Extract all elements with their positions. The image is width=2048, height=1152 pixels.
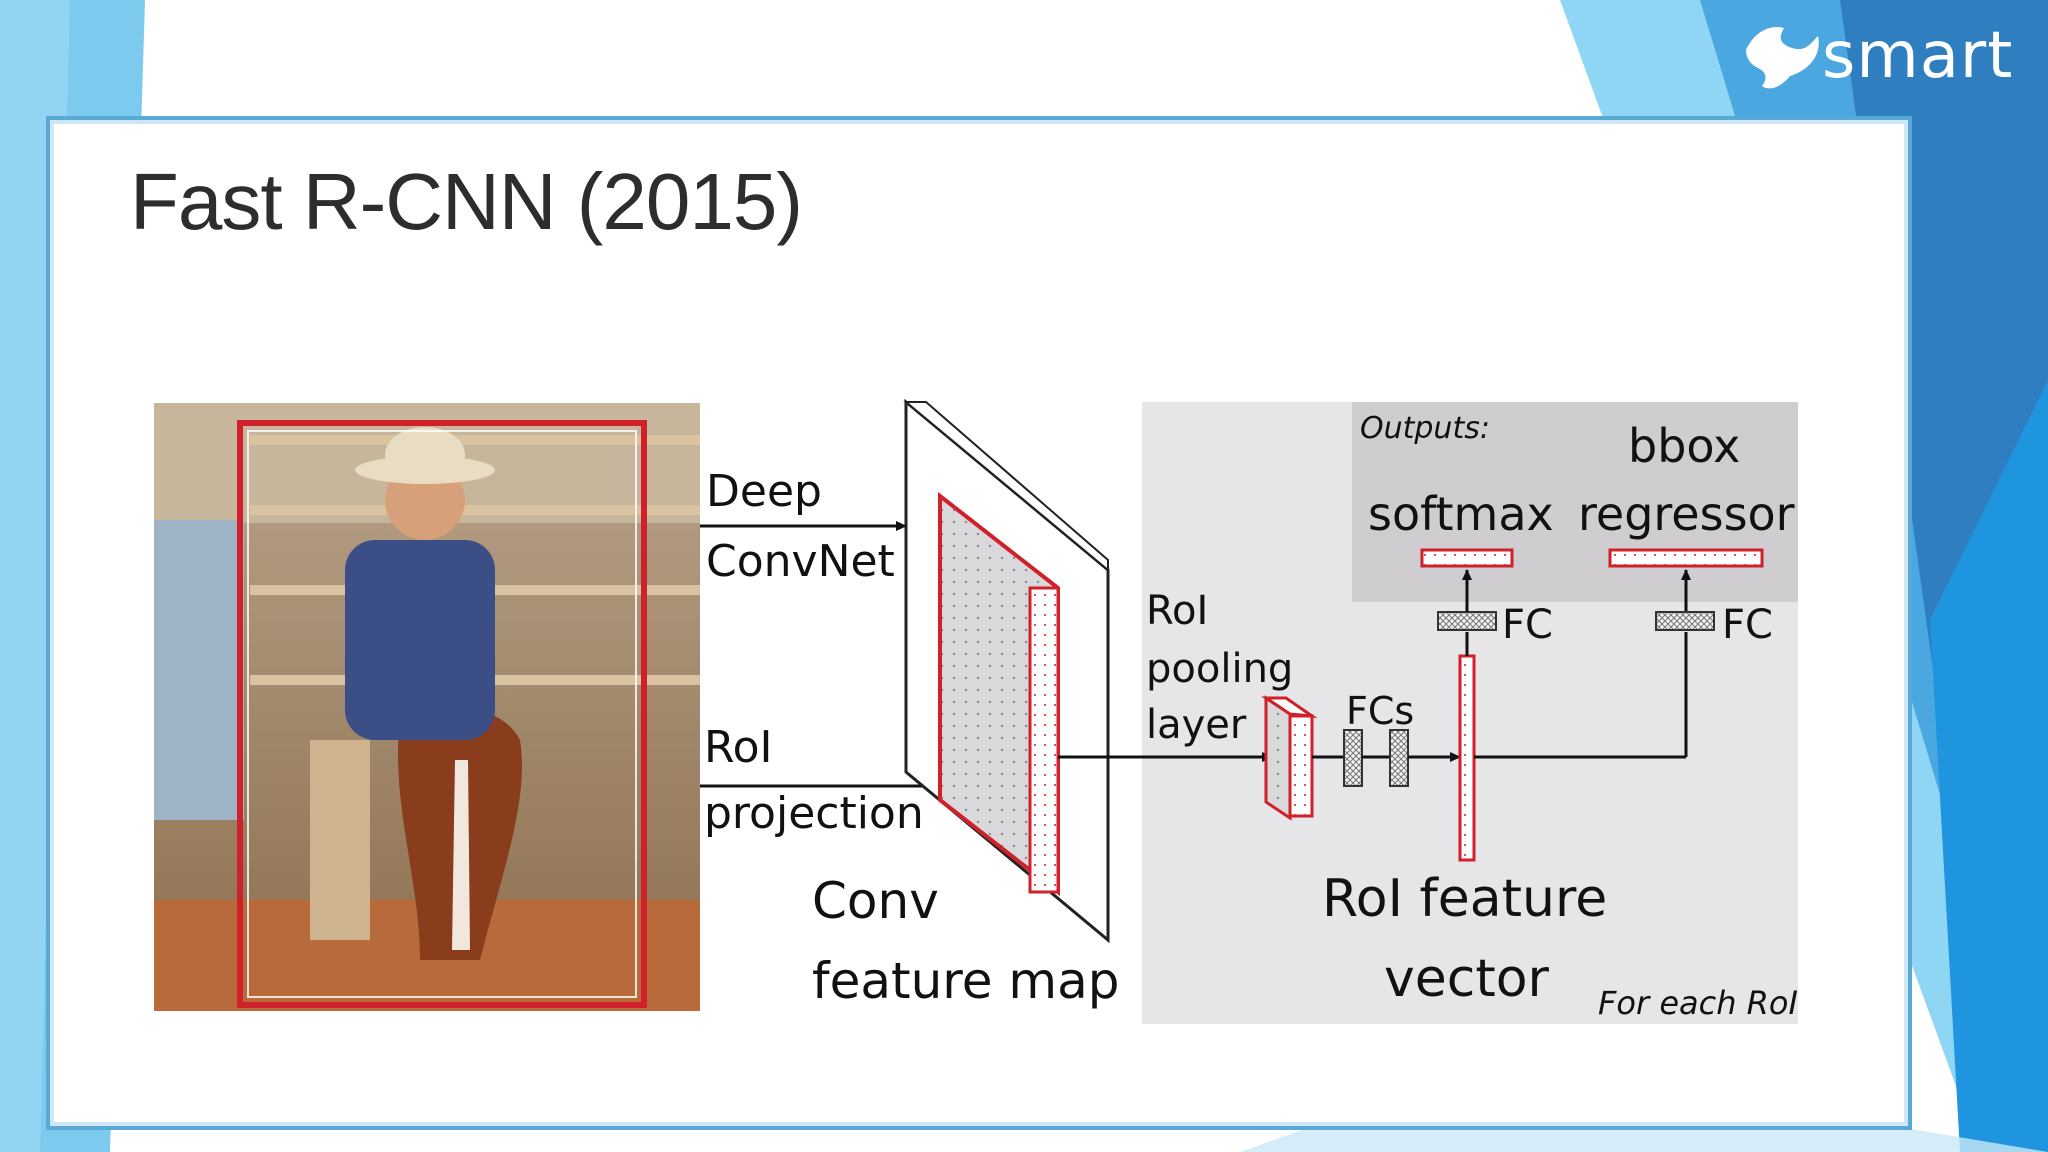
fcs-label: FCs bbox=[1346, 689, 1414, 733]
pool-label-2: pooling bbox=[1146, 646, 1293, 692]
roi-proj-label-1: RoI bbox=[704, 722, 773, 773]
fc-block-left bbox=[1437, 611, 1497, 631]
brand-name: smart bbox=[1822, 19, 2014, 93]
pool-label-3: layer bbox=[1146, 702, 1247, 748]
feature-label-1: RoI feature bbox=[1322, 869, 1607, 929]
roi-feature-vector bbox=[1458, 654, 1476, 862]
outputs-panel bbox=[1352, 402, 1798, 602]
convnet-label: ConvNet bbox=[706, 536, 895, 587]
conv-label-1: Conv bbox=[812, 872, 939, 930]
slide-title: Fast R-CNN (2015) bbox=[130, 157, 803, 246]
conv-feature-map bbox=[903, 398, 1110, 944]
regressor-label: regressor bbox=[1578, 487, 1795, 541]
roi-box bbox=[237, 420, 647, 1008]
pool-label-1: RoI bbox=[1146, 588, 1208, 634]
roi-pooling-block bbox=[1261, 695, 1318, 821]
softmax-output-bar bbox=[1420, 548, 1514, 568]
bbox-output-bar bbox=[1608, 548, 1764, 568]
fc-block-2 bbox=[1389, 729, 1409, 787]
bird-icon bbox=[1746, 26, 1819, 89]
softmax-label: softmax bbox=[1368, 487, 1554, 541]
fc-block-1 bbox=[1343, 729, 1363, 787]
input-image bbox=[154, 403, 700, 1011]
bbox-label: bbox bbox=[1628, 419, 1740, 473]
fc-right-label: FC bbox=[1722, 602, 1773, 648]
smart-logo bbox=[1746, 26, 1819, 89]
feature-label-2: vector bbox=[1384, 949, 1550, 1009]
fc-left-label: FC bbox=[1502, 602, 1553, 648]
fc-block-right bbox=[1655, 611, 1715, 631]
for-each-roi-label: For each RoI bbox=[1598, 984, 1798, 1022]
conv-label-2: feature map bbox=[812, 952, 1120, 1010]
roi-proj-label-2: projection bbox=[704, 788, 924, 839]
deep-label: Deep bbox=[706, 466, 822, 517]
outputs-label: Outputs: bbox=[1360, 411, 1490, 446]
